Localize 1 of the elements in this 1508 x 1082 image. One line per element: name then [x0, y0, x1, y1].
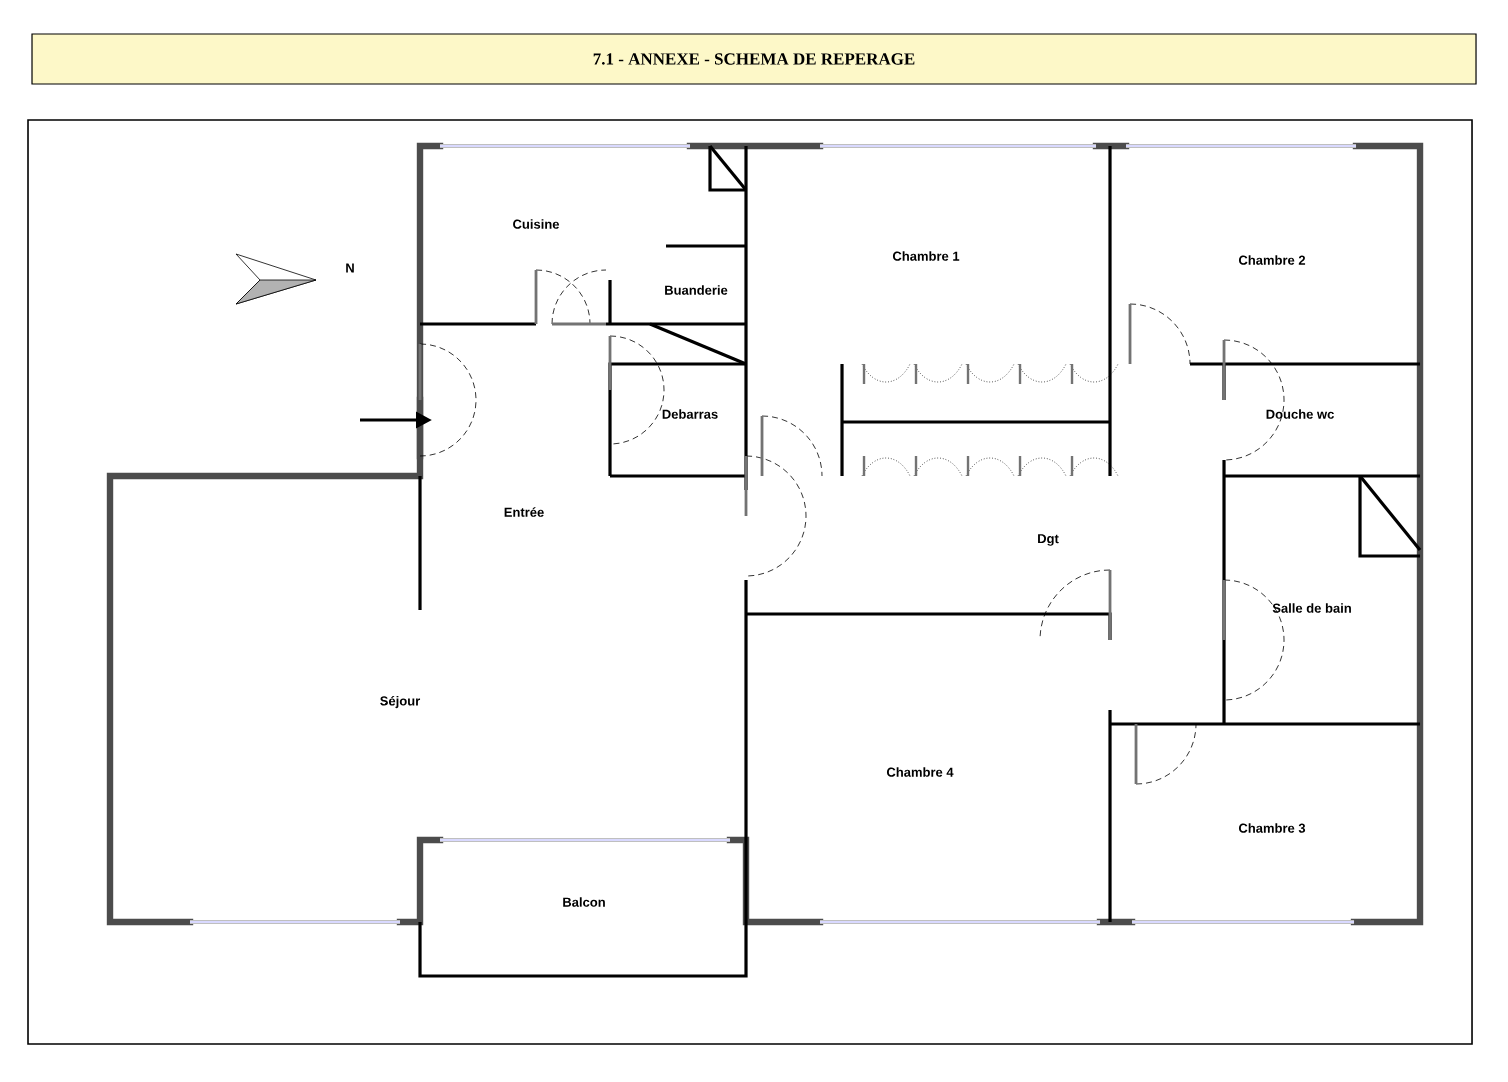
- title-banner: 7.1 - ANNEXE - SCHEMA DE REPERAGE: [31, 33, 1477, 85]
